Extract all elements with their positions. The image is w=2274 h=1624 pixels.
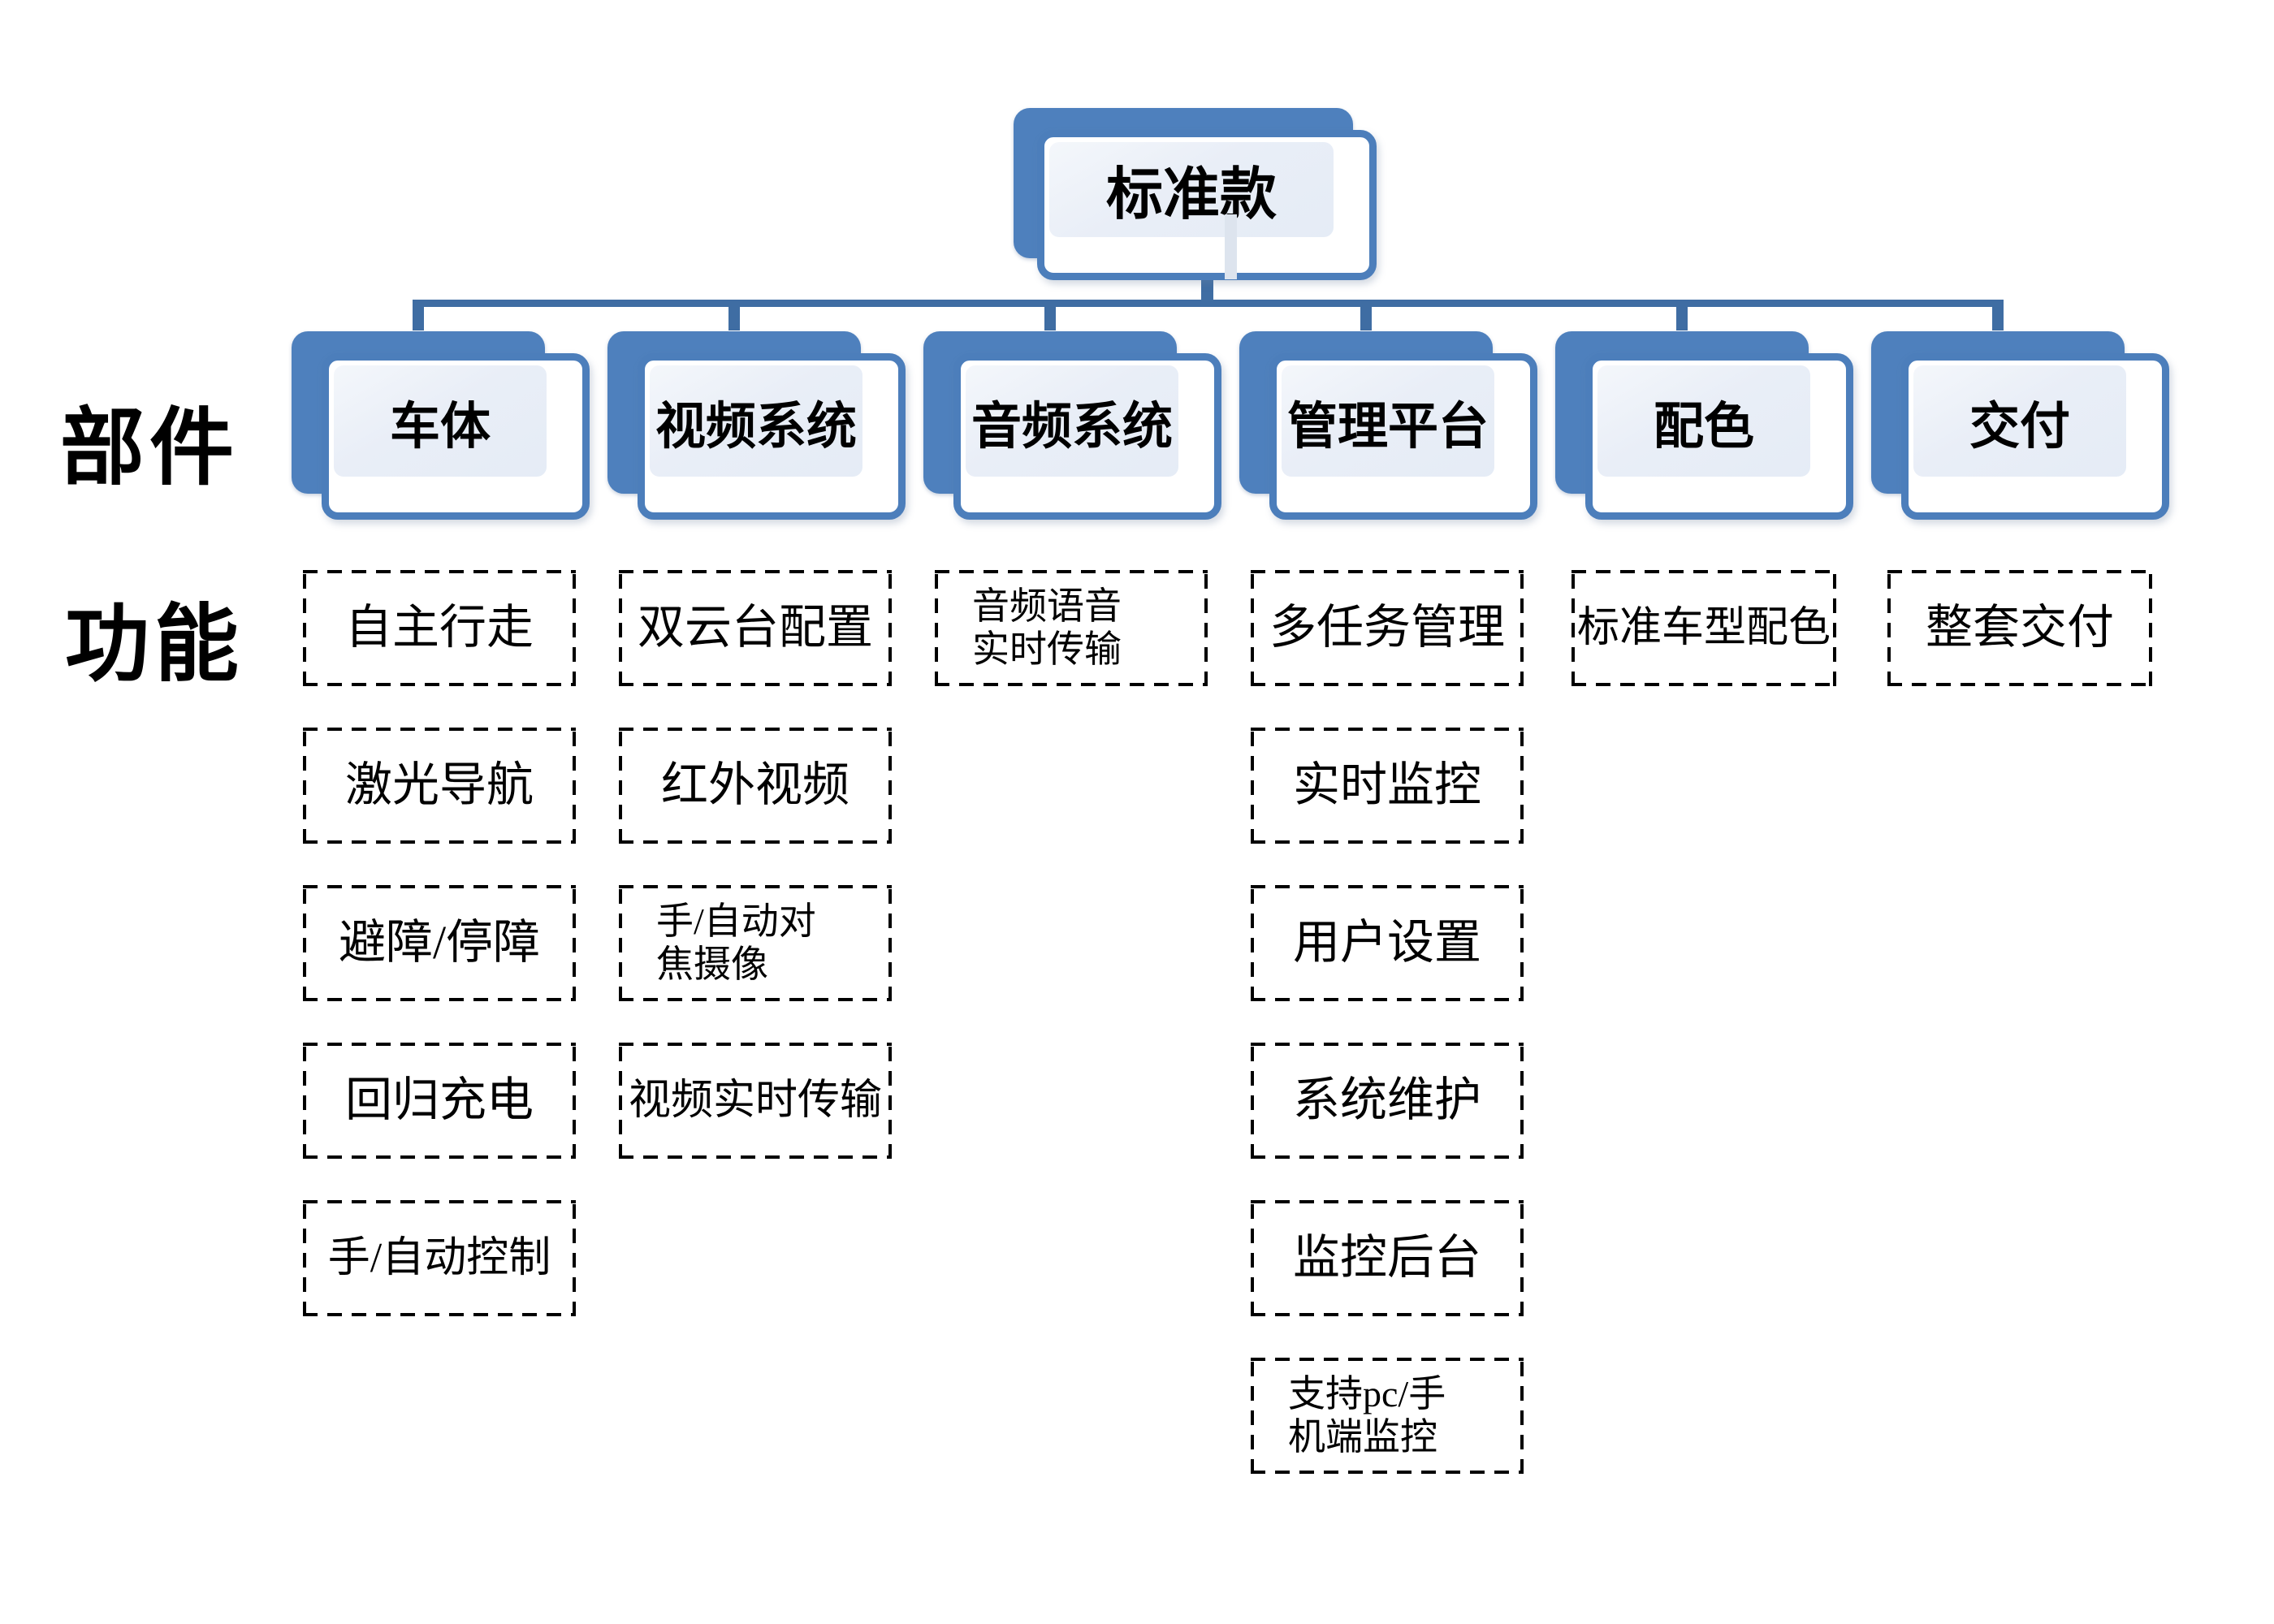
function-label: 实时监控 — [1292, 758, 1481, 812]
function-box: 用户设置 — [1251, 885, 1524, 1001]
branch-node-label: 配色 — [1653, 399, 1754, 455]
branch-node-front-card: 音频系统 — [953, 353, 1221, 520]
function-label: 激光导航 — [344, 758, 534, 812]
branch-node-front-card: 配色 — [1585, 353, 1853, 520]
function-box: 音频语音 实时传输 — [935, 570, 1208, 686]
branch-node-front-card: 管理平台 — [1269, 353, 1537, 520]
function-box: 双云台配置 — [619, 570, 892, 686]
function-label: 视频实时传输 — [628, 1077, 882, 1124]
row-label-functions: 功能 — [65, 598, 244, 692]
branch-node-front-card: 视频系统 — [638, 353, 906, 520]
branch-node-front-card: 车体 — [322, 353, 590, 520]
function-label: 回归充电 — [344, 1073, 534, 1127]
function-label: 自主行走 — [344, 601, 534, 654]
root-node-inner-panel: 标准款 — [1049, 142, 1334, 237]
function-box: 视频实时传输 — [619, 1043, 892, 1159]
function-box: 激光导航 — [303, 728, 576, 844]
function-box: 红外视频 — [619, 728, 892, 844]
function-box: 支持pc/手 机端监控 — [1251, 1358, 1524, 1474]
connector-tick — [728, 300, 740, 330]
connector-tick — [1044, 300, 1056, 330]
function-label: 系统维护 — [1292, 1073, 1481, 1127]
root-node: 标准款 — [1014, 108, 1377, 280]
function-label: 监控后台 — [1292, 1231, 1481, 1285]
root-node-label: 标准款 — [1106, 164, 1277, 227]
connector-tick — [413, 300, 424, 330]
function-label: 手/自动对 焦摄像 — [656, 900, 816, 985]
branch-node: 车体 — [292, 331, 590, 520]
function-box: 回归充电 — [303, 1043, 576, 1159]
branch-node: 视频系统 — [607, 331, 906, 520]
function-box: 系统维护 — [1251, 1043, 1524, 1159]
function-label: 双云台配置 — [637, 601, 873, 654]
branch-node-inner-panel: 配色 — [1597, 365, 1810, 477]
connector-tick — [1992, 300, 2004, 330]
function-box: 手/自动对 焦摄像 — [619, 885, 892, 1001]
function-label: 整套交付 — [1925, 601, 2114, 654]
root-node-front-card: 标准款 — [1037, 130, 1377, 280]
connector-root-trunk — [1201, 276, 1213, 304]
branch-node-inner-panel: 音频系统 — [966, 365, 1178, 477]
function-box: 监控后台 — [1251, 1200, 1524, 1316]
branch-node-front-card: 交付 — [1901, 353, 2169, 520]
function-label: 红外视频 — [660, 758, 850, 812]
function-label: 多任务管理 — [1269, 601, 1505, 654]
branch-node: 音频系统 — [923, 331, 1221, 520]
function-box: 实时监控 — [1251, 728, 1524, 844]
function-label: 音频语音 实时传输 — [972, 585, 1122, 670]
branch-node: 配色 — [1555, 331, 1853, 520]
branch-node-inner-panel: 交付 — [1913, 365, 2126, 477]
branch-node: 管理平台 — [1239, 331, 1537, 520]
function-label: 标准车型配色 — [1576, 604, 1831, 651]
function-box: 手/自动控制 — [303, 1200, 576, 1316]
function-label: 用户设置 — [1292, 916, 1481, 970]
connector-horizontal-bar — [413, 300, 2004, 307]
connector-tick — [1360, 300, 1372, 330]
branch-node-label: 视频系统 — [655, 399, 857, 455]
branch-node-label: 音频系统 — [971, 399, 1173, 455]
branch-node-inner-panel: 管理平台 — [1282, 365, 1494, 477]
function-label: 避障/停障 — [338, 916, 541, 970]
function-label: 支持pc/手 机端监控 — [1288, 1372, 1446, 1458]
branch-node-label: 车体 — [389, 399, 491, 455]
branch-node-inner-panel: 车体 — [334, 365, 547, 477]
branch-node: 交付 — [1871, 331, 2169, 520]
connector-stub — [1225, 214, 1237, 279]
row-label-components: 部件 — [60, 402, 240, 495]
function-box: 标准车型配色 — [1571, 570, 1836, 686]
function-box: 自主行走 — [303, 570, 576, 686]
connector-tick — [1676, 300, 1688, 330]
branch-node-label: 交付 — [1969, 399, 2070, 455]
function-box: 整套交付 — [1887, 570, 2152, 686]
function-label: 手/自动控制 — [327, 1234, 551, 1281]
branch-node-label: 管理平台 — [1286, 399, 1489, 455]
function-box: 避障/停障 — [303, 885, 576, 1001]
branch-node-inner-panel: 视频系统 — [650, 365, 862, 477]
function-box: 多任务管理 — [1251, 570, 1524, 686]
